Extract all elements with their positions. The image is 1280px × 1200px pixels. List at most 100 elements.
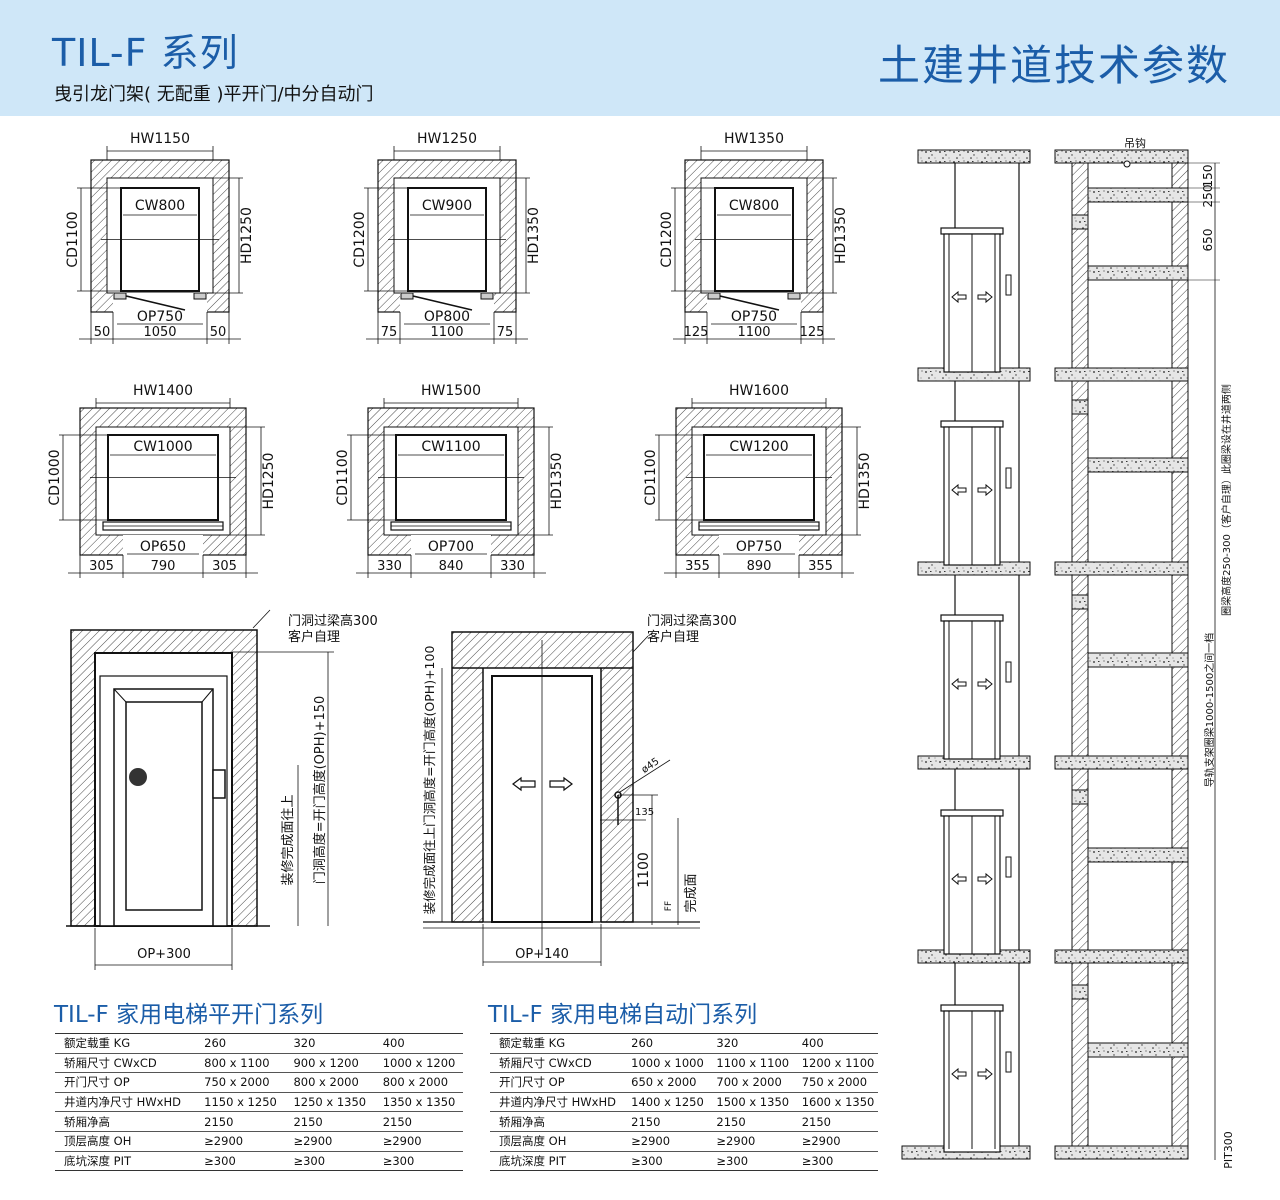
hw-label: HW1400 [133, 383, 193, 399]
arrow-left-icon [951, 1067, 967, 1081]
row-header: 轿厢尺寸 CWxCD [55, 1053, 196, 1074]
op-label: OP750 [137, 309, 183, 325]
row-header: 开门尺寸 OP [55, 1072, 196, 1093]
lintel-note: 门洞过梁高300 [288, 613, 378, 629]
cell: 1100 x 1100 [707, 1053, 793, 1074]
hw-label: HW1350 [724, 131, 784, 147]
finish-label: 完成面 [684, 873, 699, 912]
row-header: 额定载重 KG [490, 1033, 623, 1054]
cell: 2150 [707, 1111, 793, 1132]
dimension-line [113, 688, 127, 703]
table-row: 底坑深度 PIT≥300≥300≥300 [55, 1151, 463, 1172]
cell: 1600 x 1350 [792, 1092, 878, 1113]
cell: 260 [195, 1033, 285, 1054]
hd-label: HD1350 [549, 453, 565, 510]
opening-dim: 1100 [737, 325, 770, 340]
cell: 1150 x 1250 [195, 1092, 285, 1113]
ring-beam-note: 圈梁高度250-300（客户自理）此圈梁设在井道两侧 [1220, 384, 1233, 616]
row-header: 额定载重 KG [55, 1033, 196, 1054]
opening-dim: 1050 [143, 325, 176, 340]
ring-beam [1087, 457, 1189, 473]
door-opening [123, 535, 203, 557]
floor-slab [917, 149, 1031, 164]
swing-door-elevation: 门洞过梁高300客户自理装修完成面往上门洞高度=开门高度(OPH)+150OP+… [66, 609, 378, 970]
cw-label: CW900 [422, 198, 472, 214]
cell: ≥300 [284, 1151, 374, 1172]
door-header [940, 420, 1004, 428]
top-slab [1054, 149, 1189, 164]
door-height-dim: 装修完成面往上门洞高度=开门高度(OPH)+100 [422, 646, 437, 915]
swing-door-leaf [719, 295, 780, 311]
cell: 2150 [622, 1111, 708, 1132]
table-row: 顶层高度 OH≥2900≥2900≥2900 [490, 1131, 878, 1152]
table-row: 底坑深度 PIT≥300≥300≥300 [490, 1151, 878, 1172]
button-offset-dim: 135 [635, 807, 654, 818]
call-panel-icon [1005, 661, 1012, 683]
door-hinge [113, 292, 127, 300]
ring-beam [1087, 187, 1189, 203]
cell: 800 x 2000 [373, 1072, 463, 1093]
floor-slab [1054, 949, 1189, 964]
cell: 900 x 1200 [284, 1053, 374, 1074]
call-panel-icon [1005, 856, 1012, 878]
door-lock [193, 292, 207, 300]
floor-slab [1054, 755, 1189, 770]
door-hinge [400, 292, 414, 300]
door-lock [787, 292, 801, 300]
right-wall-dim: 330 [500, 559, 525, 574]
cd-label: CD1200 [352, 211, 368, 267]
door-panel [125, 701, 203, 911]
shaft-wall-left [1071, 162, 1089, 1149]
cd-label: CD1200 [659, 211, 675, 267]
rail-bracket-beam [1071, 594, 1089, 610]
cw-label: CW800 [135, 198, 185, 214]
cw-label: CW800 [729, 198, 779, 214]
arrow-left-icon [951, 483, 967, 497]
cell: 750 x 2000 [195, 1072, 285, 1093]
door-height-dim: 门洞高度=开门高度(OPH)+150 [312, 696, 328, 885]
right-wall-dim: 50 [210, 325, 227, 340]
dim-150: 150 [1201, 165, 1215, 188]
lintel-note-2: 客户自理 [647, 629, 699, 645]
cell: 1000 x 1200 [373, 1053, 463, 1074]
call-panel-icon [1005, 1051, 1012, 1073]
op-label: OP800 [424, 309, 470, 325]
dim-250: 250 [1201, 185, 1215, 208]
shaft-front-elevation [901, 149, 1031, 1160]
arrow-left-icon [512, 776, 536, 792]
opening-dim: 1100 [430, 325, 463, 340]
cw-label: CW1100 [421, 439, 480, 455]
cell: 750 x 2000 [792, 1072, 878, 1093]
arrow-left-icon [951, 677, 967, 691]
door-header [940, 227, 1004, 235]
cell: ≥2900 [373, 1131, 463, 1152]
rail-bracket-beam [1071, 789, 1089, 805]
rail-bracket-note: 导轨支架圈梁1000-1500之间一档 [1203, 633, 1216, 788]
hd-label: HD1250 [261, 453, 277, 510]
landing-door [940, 1004, 1012, 1153]
door-lock [480, 292, 494, 300]
door-header [940, 1004, 1004, 1012]
arrow-right-icon [549, 776, 573, 792]
op-label: OP700 [428, 539, 474, 555]
op-label: OP650 [140, 539, 186, 555]
cd-label: CD1000 [47, 449, 63, 505]
hw-label: HW1600 [729, 383, 789, 399]
cell: 700 x 2000 [707, 1072, 793, 1093]
cell: ≥2900 [195, 1131, 285, 1152]
button-height-dim: 1100 [636, 852, 652, 888]
hd-label: HD1350 [857, 453, 873, 510]
cell: 400 [373, 1033, 463, 1054]
right-wall-dim: 355 [808, 559, 833, 574]
width-dim: OP+140 [515, 947, 569, 962]
row-header: 轿厢净高 [55, 1111, 196, 1132]
cell: 400 [792, 1033, 878, 1054]
